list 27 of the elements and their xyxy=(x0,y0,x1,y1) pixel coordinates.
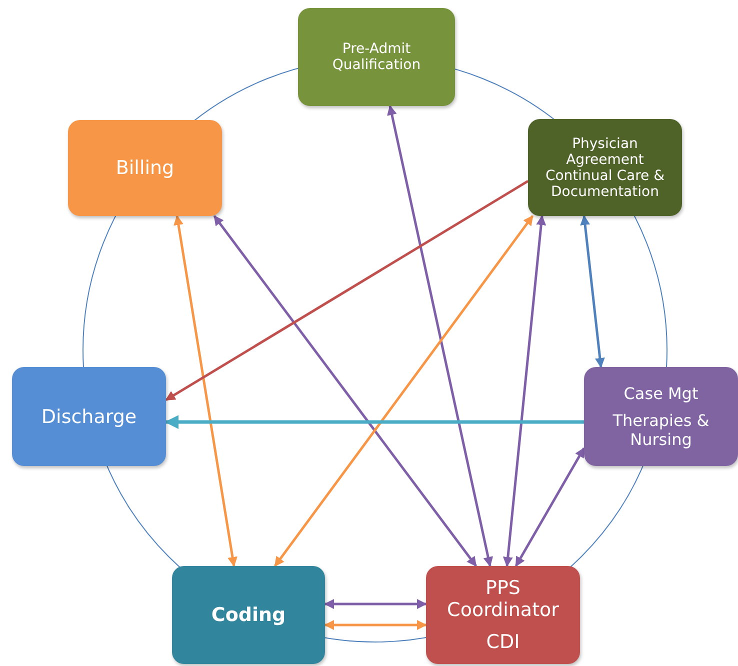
node-label: Coding xyxy=(211,604,286,626)
process-box xyxy=(12,367,166,466)
process-box xyxy=(172,566,325,664)
arrow xyxy=(502,215,546,567)
arrow xyxy=(274,215,534,567)
arrow xyxy=(324,620,427,630)
node-label: Therapies & Nursing xyxy=(612,411,710,449)
process-box xyxy=(584,367,738,466)
process-box xyxy=(426,566,580,664)
process-box xyxy=(528,119,682,216)
arrow xyxy=(387,105,494,567)
arrow xyxy=(324,599,427,610)
node-label: Physician Agreement Continual Care & Documentation xyxy=(544,136,666,200)
process-box xyxy=(68,120,222,216)
arrow xyxy=(174,215,238,567)
arrow xyxy=(580,215,605,368)
arrow xyxy=(165,180,529,402)
node-label: Pre-Admit Qualification xyxy=(331,41,422,73)
arrow xyxy=(514,447,586,567)
arrow xyxy=(213,215,478,567)
node-label: PPS Coordinator xyxy=(446,577,560,621)
node-label: Case Mgt xyxy=(624,384,698,403)
process-box xyxy=(298,8,455,106)
arrow xyxy=(164,415,584,430)
node-label: CDI xyxy=(486,631,520,653)
node-label: Discharge xyxy=(41,406,137,428)
node-label: Billing xyxy=(116,157,174,179)
